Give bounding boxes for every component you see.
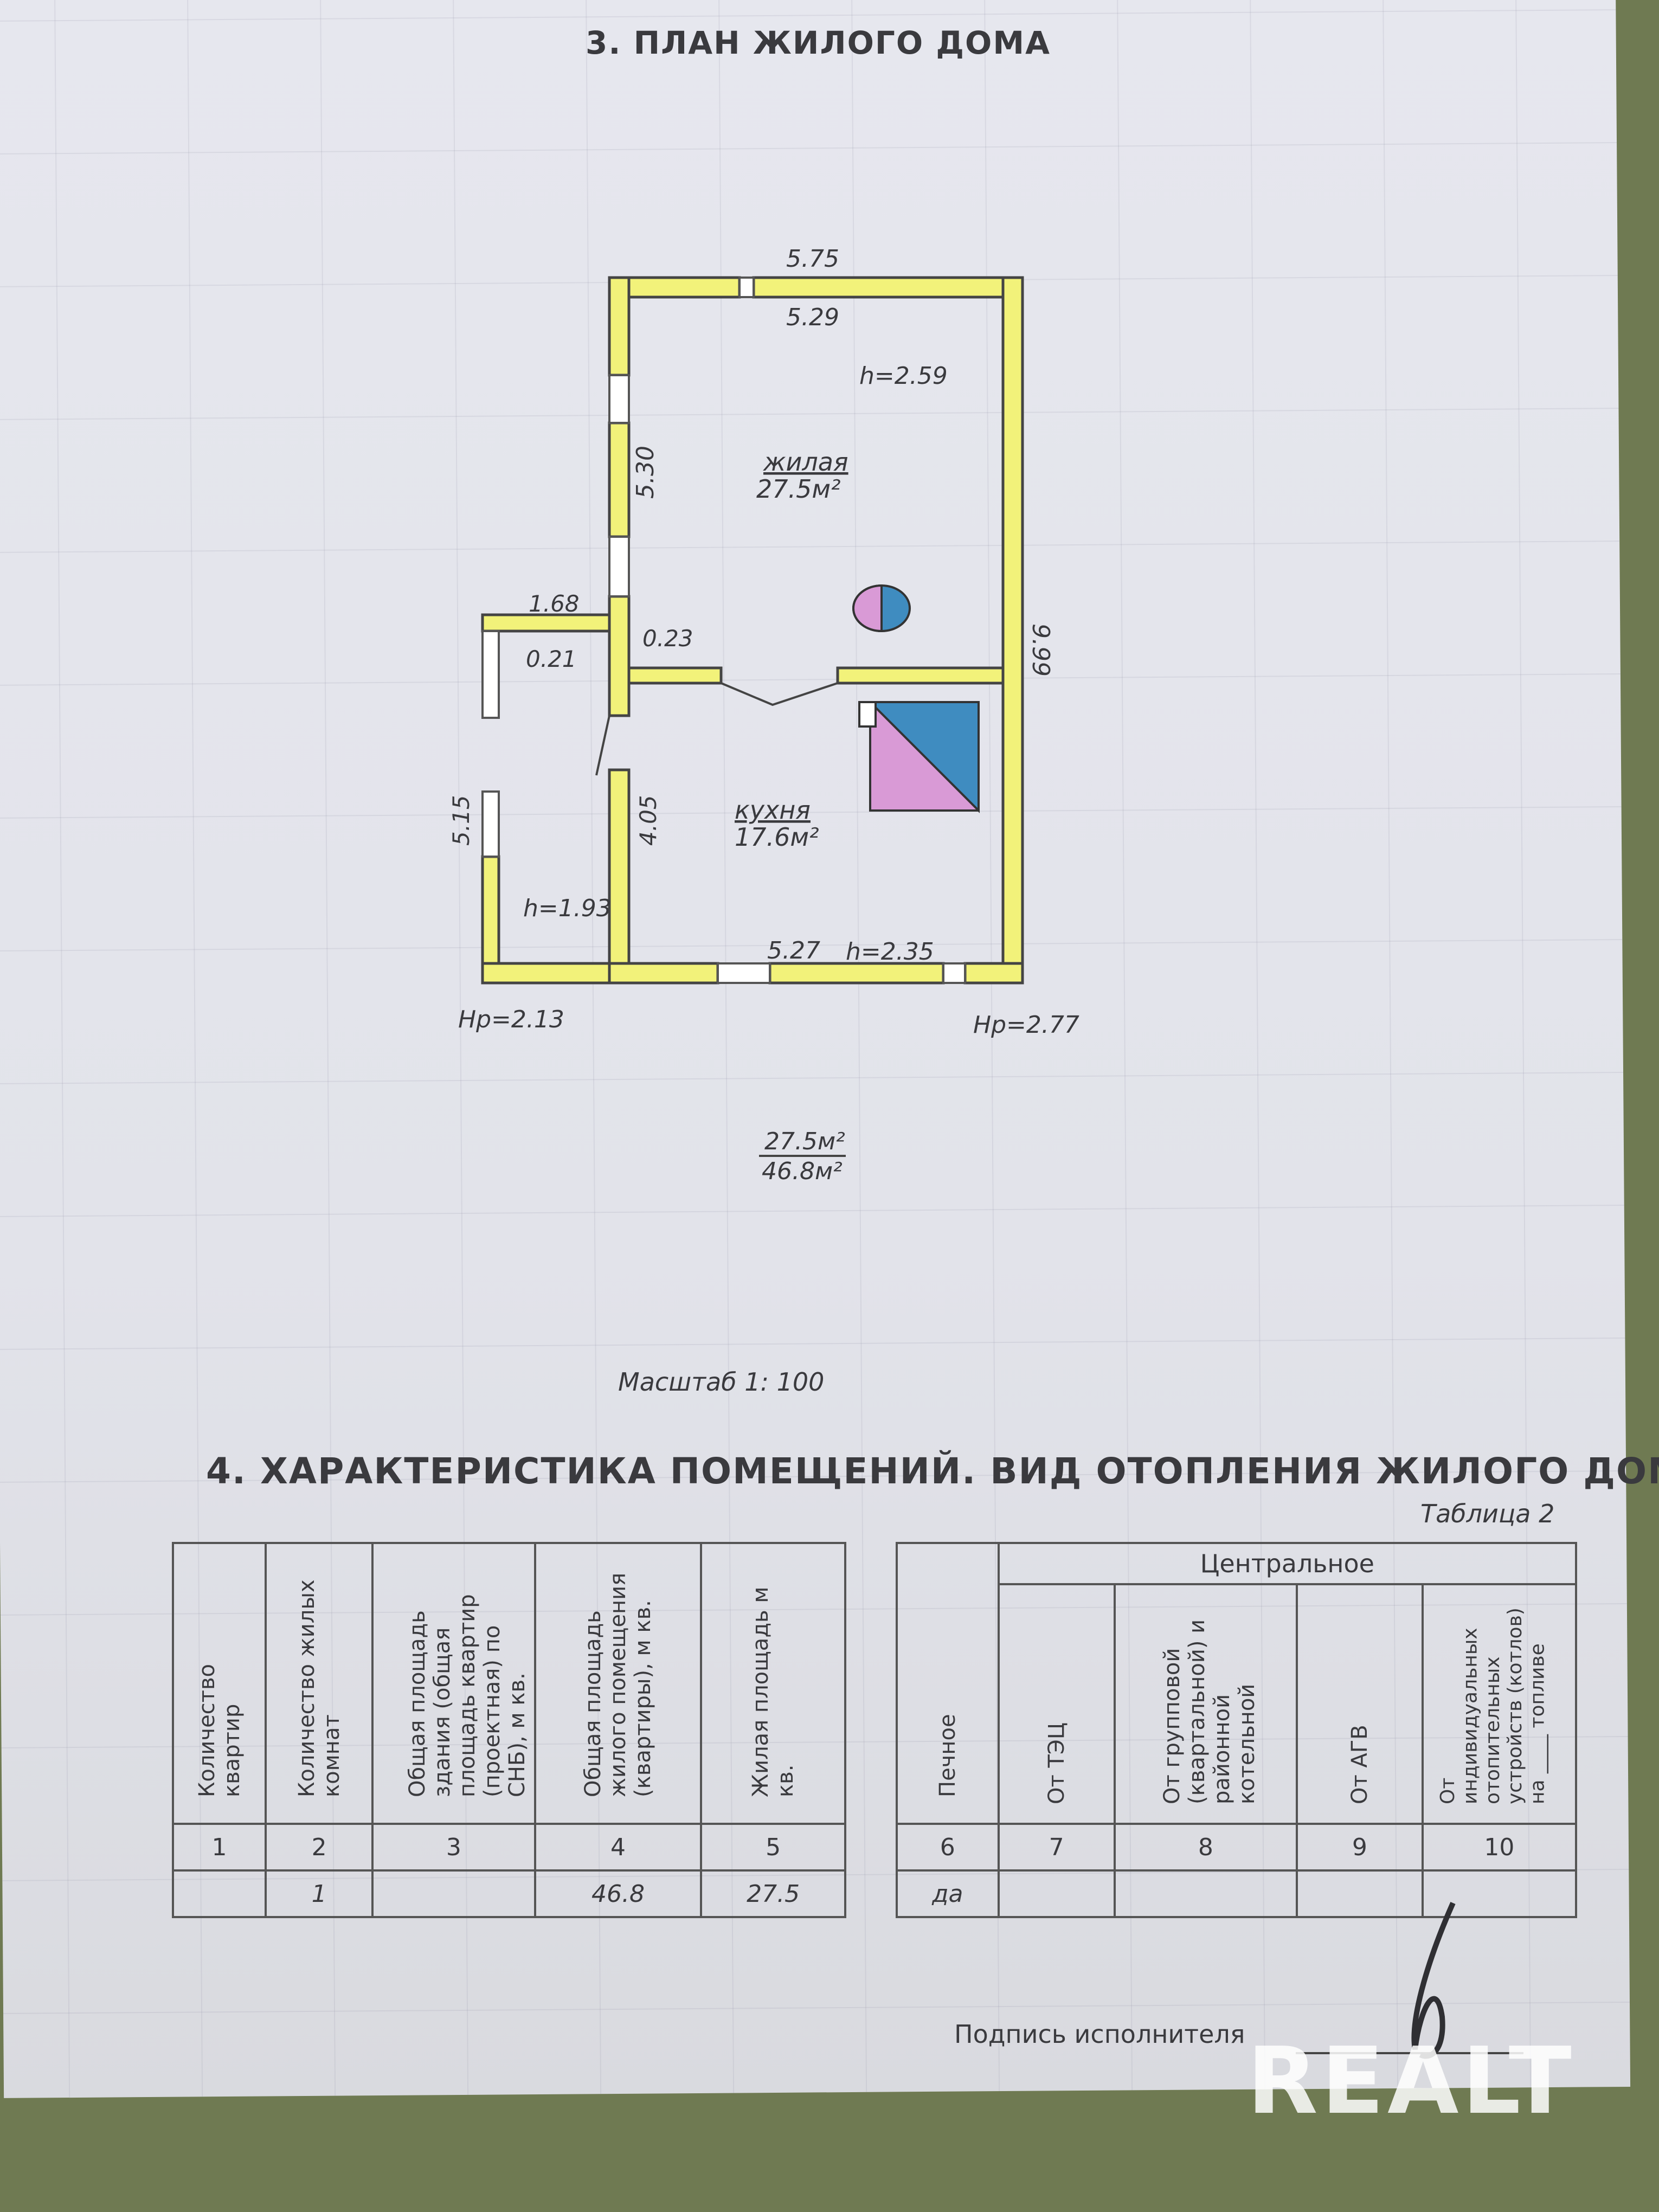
cell: да xyxy=(896,1869,1000,1918)
signature-label: Подпись исполнителя xyxy=(954,2020,1245,2049)
stove-icon xyxy=(852,584,980,813)
table-row: да xyxy=(896,1869,1578,1918)
dim-bottom: 5.27 xyxy=(767,937,820,964)
col-number: 10 xyxy=(1421,1823,1578,1872)
dim-kitchen-left: 4.05 xyxy=(635,795,661,846)
height-kitchen: h=2.35 xyxy=(846,938,934,966)
dim-partition: 0.23 xyxy=(642,625,693,652)
dim-right: 9.99 xyxy=(1027,623,1054,677)
room-living-name: жилая xyxy=(763,447,848,477)
cell xyxy=(1421,1869,1578,1918)
header-apartments: Количество квартир xyxy=(194,1663,245,1797)
header-rooms: Количество жилых комнат xyxy=(294,1579,344,1797)
header-living-area: Жилая площадь м кв. xyxy=(748,1586,799,1797)
table-left: Количество квартир Количество жилых комн… xyxy=(171,1542,846,1918)
realt-watermark: REALT xyxy=(1247,2028,1575,2135)
col-number: 4 xyxy=(533,1823,703,1872)
height-annex: h=1.93 xyxy=(523,895,612,922)
dim-left-main: 5.30 xyxy=(632,446,659,499)
dim-annex-side: 5.15 xyxy=(448,795,474,846)
section4-title: 4. ХАРАКТЕРИСТИКА ПОМЕЩЕНИЙ. ВИД ОТОПЛЕН… xyxy=(206,1450,1659,1492)
room-kitchen-name: кухня xyxy=(735,795,811,825)
col-number: 5 xyxy=(700,1823,846,1872)
total-living: 27.5м² xyxy=(764,1128,845,1155)
height-living: h=2.59 xyxy=(859,362,948,390)
cell: 46.8 xyxy=(533,1869,703,1918)
table-right: Печное Центральное От ТЭЦ От групповой (… xyxy=(896,1542,1578,1918)
header-tec: От ТЭЦ xyxy=(1044,1722,1069,1804)
cell: 27.5 xyxy=(700,1869,846,1918)
header-stove: Печное xyxy=(935,1713,960,1797)
signature-line xyxy=(1296,2052,1523,2054)
dim-annex-wall: 0.21 xyxy=(526,646,577,672)
table-row: 1 46.8 27.5 xyxy=(171,1869,846,1918)
cell xyxy=(171,1869,267,1918)
windows xyxy=(481,276,966,984)
total-area: 46.8м² xyxy=(762,1158,843,1185)
table-label: Таблица 2 xyxy=(1420,1499,1555,1528)
header-individual: От индивидуальных отопительных устройств… xyxy=(1437,1607,1549,1804)
cell xyxy=(1296,1869,1424,1918)
dim-top-inner: 5.29 xyxy=(786,304,839,331)
col-number: 9 xyxy=(1296,1823,1424,1872)
col-number: 7 xyxy=(997,1823,1116,1872)
col-number: 8 xyxy=(1113,1823,1298,1872)
header-boiler: От групповой (квартальной) и районной ко… xyxy=(1159,1619,1259,1804)
hp-right: Hp=2.77 xyxy=(973,1011,1079,1039)
header-dwelling-area: Общая площадь жилого помещения (квартиры… xyxy=(580,1572,655,1797)
room-kitchen-area: 17.6м² xyxy=(735,822,819,852)
col-number: 3 xyxy=(371,1823,536,1872)
col-number: 1 xyxy=(171,1823,267,1872)
cell: 1 xyxy=(265,1869,374,1918)
hp-left: Hp=2.13 xyxy=(458,1006,564,1033)
dim-top-outer: 5.75 xyxy=(786,245,839,273)
header-agv: От АГВ xyxy=(1347,1724,1372,1804)
header-building-area: Общая площадь здания (общая площадь квар… xyxy=(404,1593,530,1797)
room-living-area: 27.5м² xyxy=(756,474,841,504)
walls xyxy=(481,276,1024,985)
cell xyxy=(997,1869,1116,1918)
scale-label: Масштаб 1: 100 xyxy=(618,1367,824,1397)
plan-title: 3. ПЛАН ЖИЛОГО ДОМА xyxy=(586,24,1051,61)
cell xyxy=(371,1869,536,1918)
col-number: 6 xyxy=(896,1823,1000,1872)
cell xyxy=(1113,1869,1298,1918)
col-number: 2 xyxy=(265,1823,374,1872)
dim-annex-top: 1.68 xyxy=(529,590,580,617)
header-central: Центральное xyxy=(997,1542,1578,1585)
